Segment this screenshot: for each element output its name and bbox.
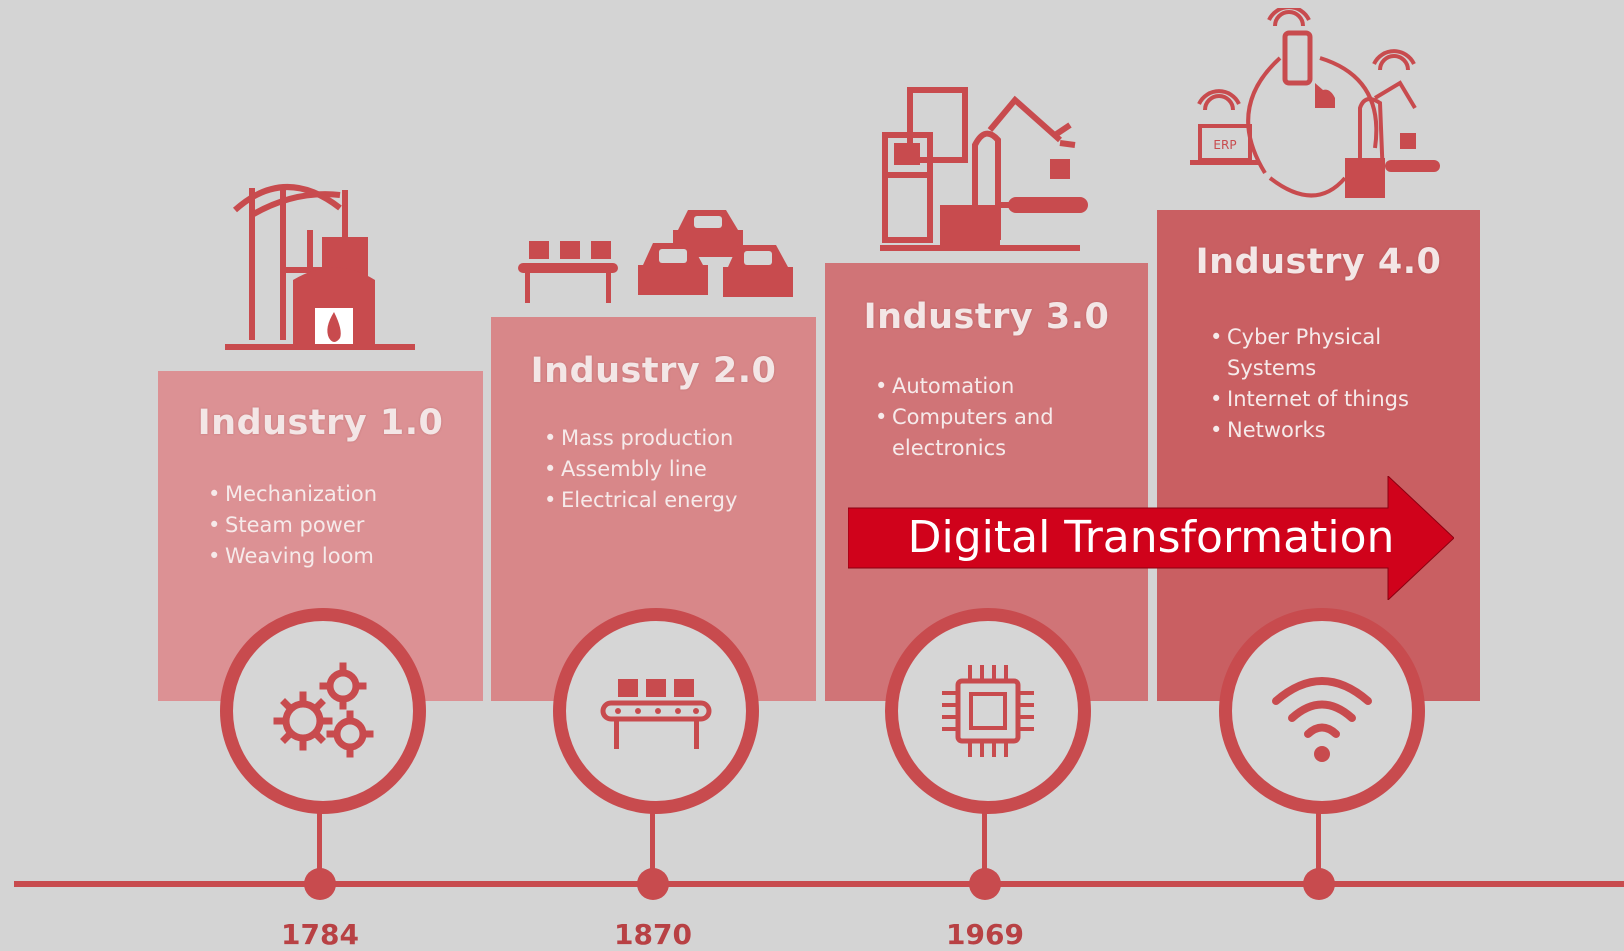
erp-label: ERP: [1213, 138, 1236, 152]
timeline-dot: [1303, 868, 1335, 900]
conveyor-belt-icon: [600, 679, 712, 749]
bullet-item: Mechanization: [208, 479, 377, 510]
bullet-item: Cyber Physical Systems: [1210, 322, 1430, 384]
year-label: 1784: [281, 918, 359, 951]
gears-icon: [273, 662, 374, 758]
timeline-dot: [637, 868, 669, 900]
bullet-item: Computers and electronics: [875, 402, 1075, 464]
year-label: 1969: [946, 918, 1024, 951]
bullet-item: Steam power: [208, 510, 377, 541]
bullet-item: Internet of things: [1210, 384, 1430, 415]
timeline-stem: [317, 812, 322, 882]
robot-arm-computer-illustration: [880, 87, 1088, 251]
stage-bullets: Mechanization Steam power Weaving loom: [208, 479, 377, 572]
stage-bullets: Mass production Assembly line Electrical…: [544, 423, 737, 516]
bullet-item: Networks: [1210, 415, 1430, 446]
timeline-stem: [982, 812, 987, 882]
year-label: 1870: [614, 918, 692, 951]
timeline-dot: [304, 868, 336, 900]
stage-circle-3: [885, 608, 1091, 814]
stage-bullets: Cyber Physical Systems Internet of thing…: [1210, 322, 1430, 446]
timeline-axis: [14, 881, 1624, 887]
stage-title: Industry 4.0: [1195, 242, 1442, 282]
stage-circle-1: [220, 608, 426, 814]
microchip-icon: [942, 665, 1034, 757]
digital-transformation-arrow: [848, 476, 1454, 600]
bullet-item: Electrical energy: [544, 485, 737, 516]
stage-title: Industry 3.0: [863, 297, 1110, 337]
bullet-item: Weaving loom: [208, 541, 377, 572]
stage-circle-2: [553, 608, 759, 814]
steam-engine-illustration: [225, 184, 415, 350]
stage-bullets: Automation Computers and electronics: [875, 371, 1075, 464]
wifi-icon: [1272, 677, 1372, 762]
bullet-item: Mass production: [544, 423, 737, 454]
stage-title: Industry 1.0: [197, 403, 444, 443]
stage-title: Industry 2.0: [530, 351, 777, 391]
timeline-stem: [650, 812, 655, 882]
bullet-item: Assembly line: [544, 454, 737, 485]
stage-circle-4: [1219, 608, 1425, 814]
assembly-line-cars-illustration: [518, 210, 793, 303]
timeline-dot: [969, 868, 1001, 900]
timeline-stem: [1316, 812, 1321, 882]
bullet-item: Automation: [875, 371, 1075, 402]
connected-devices-illustration: ERP: [1190, 8, 1440, 198]
digital-transformation-label: Digital Transformation: [907, 512, 1395, 563]
